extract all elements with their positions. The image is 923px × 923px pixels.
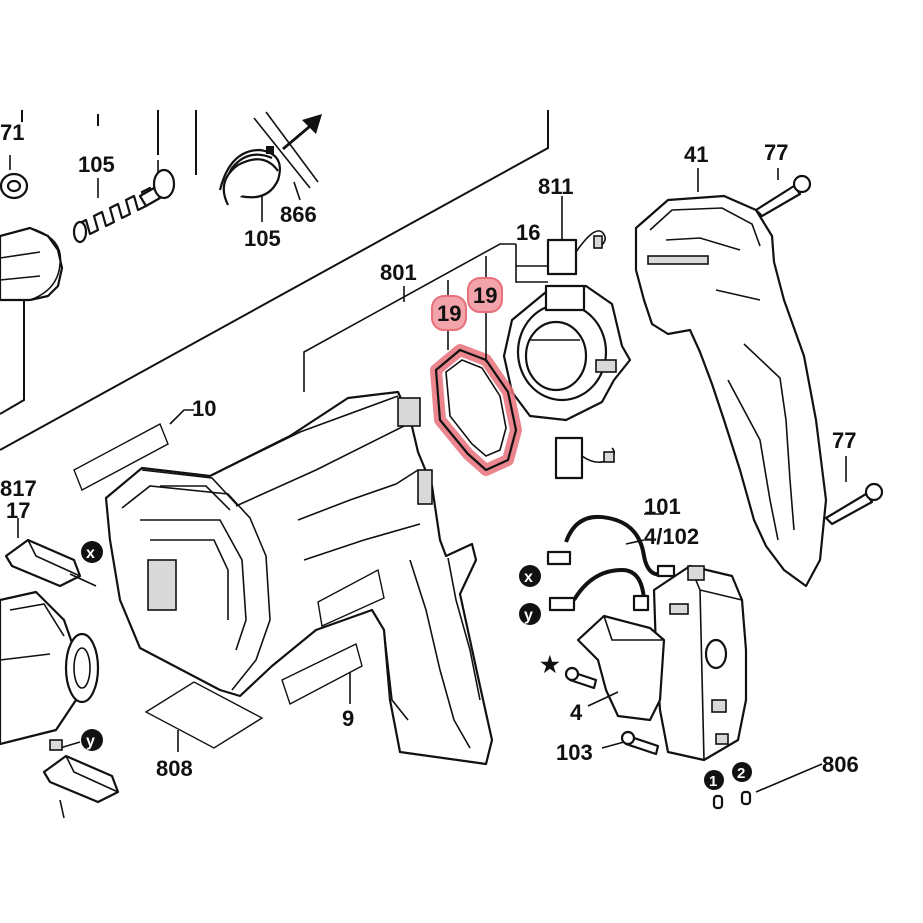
label-4-102: 4/102 (644, 524, 699, 549)
field-coil-assembly (0, 590, 100, 751)
marker-x-upper: x (81, 541, 103, 563)
label-41: 41 (684, 142, 708, 167)
svg-text:y: y (86, 733, 95, 750)
part-105-866-coil-spring (218, 111, 322, 222)
part-77-screw-upper (754, 168, 812, 218)
svg-text:y: y (524, 607, 533, 624)
part-806-pins (712, 763, 823, 810)
svg-text:2: 2 (737, 765, 745, 782)
part-105-spring (72, 160, 176, 244)
part-806-switch (652, 564, 748, 762)
label-77: 77 (832, 428, 856, 453)
part-801-brush-ring (502, 284, 632, 422)
part-808-label-decal (144, 681, 264, 752)
label-817: 817 (0, 476, 37, 501)
upper-assembly-boundary (0, 110, 549, 451)
part-811-carbon-brush-lower (554, 436, 616, 480)
main-motor-housing (104, 390, 494, 766)
label-10: 10 (192, 396, 216, 421)
part-71-washer (0, 155, 29, 200)
label-101: 101 (644, 494, 681, 519)
highlight-badge-19-right: 19 (467, 277, 503, 313)
marker-x-wire: x (519, 565, 541, 587)
svg-text:19: 19 (473, 283, 497, 308)
part-17-brush-holder-lower (42, 741, 120, 819)
part-811-carbon-brush (546, 196, 606, 276)
marker-y-lower: y (81, 729, 103, 751)
label-866: 866 (280, 202, 317, 227)
part-16-bracket (515, 244, 548, 283)
gear-assembly (0, 226, 64, 302)
housing-decal (317, 568, 385, 628)
part-10-label-decal (73, 409, 194, 491)
marker-y-wire: y (519, 603, 541, 625)
part-19-gasket-highlighted (430, 312, 522, 476)
part-4-102-wire (548, 539, 650, 612)
label-9: 9 (342, 706, 354, 731)
svg-text:19: 19 (437, 301, 461, 326)
arrow-icon (282, 114, 322, 150)
part-101-wire (546, 513, 676, 578)
svg-text:★: ★ (540, 652, 560, 677)
svg-text:1: 1 (709, 773, 717, 790)
svg-text:x: x (524, 569, 533, 586)
label-103: 103 (556, 740, 593, 765)
part-77-screw-lower (824, 456, 884, 526)
star-screw (564, 666, 598, 690)
svg-text:x: x (86, 545, 95, 562)
label-16: 16 (516, 220, 540, 245)
part-41-handle-shell (634, 168, 828, 588)
part-103-screw (601, 730, 660, 756)
part-4-trigger (576, 614, 666, 722)
label-808: 808 (156, 756, 193, 781)
highlight-badge-19-left: 19 (431, 295, 467, 331)
star-icon: ★ (540, 652, 560, 677)
marker-2: 2 (732, 762, 752, 782)
label-105: 105 (244, 226, 281, 251)
label-806: 806 (822, 752, 859, 777)
label-17: 17 (6, 498, 30, 523)
part-9-label-decal (281, 643, 363, 706)
label-105: 105 (78, 152, 115, 177)
part-17-brush-holder-upper (4, 518, 97, 588)
label-71: 71 (0, 120, 24, 145)
label-4: 4 (570, 700, 583, 725)
label-811: 811 (538, 174, 574, 199)
part-number-labels: 71 105 105 866 811 16 801 41 77 77 10 81… (0, 120, 859, 781)
label-801: 801 (380, 260, 417, 285)
label-77: 77 (764, 140, 788, 165)
marker-1: 1 (704, 770, 724, 790)
